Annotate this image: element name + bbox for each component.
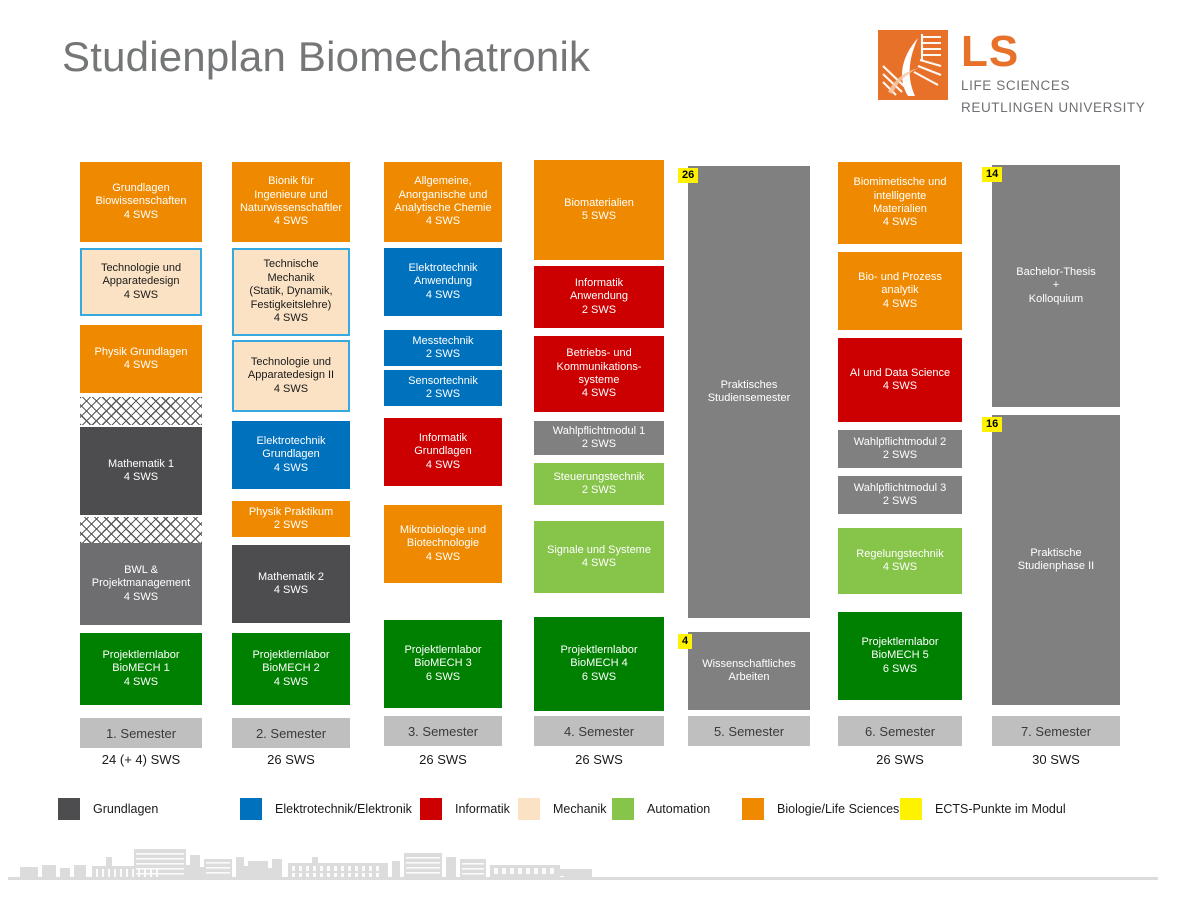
module-block[interactable]: Mathematik 2 4 SWS	[232, 545, 350, 623]
ects-badge: 14	[982, 167, 1003, 182]
legend-label: Biologie/Life Sciences	[777, 802, 900, 816]
module-block[interactable]: Physik Grundlagen 4 SWS	[80, 325, 202, 393]
module-block[interactable]: Steuerungstechnik 2 SWS	[534, 463, 664, 505]
legend-label: Informatik	[455, 802, 510, 816]
semester-sws-total: 26 SWS	[876, 752, 924, 767]
semester-label: 1. Semester	[80, 718, 202, 748]
semester-sws-total: 26 SWS	[419, 752, 467, 767]
legend: Grundlagen Elektrotechnik/Elektronik Infor…	[0, 798, 1200, 822]
semester-label: 7. Semester	[992, 716, 1120, 746]
legend-label: Automation	[647, 802, 711, 816]
module-block[interactable]: Sensortechnik 2 SWS	[384, 370, 502, 406]
module-block[interactable]: Informatik Anwendung 2 SWS	[534, 266, 664, 328]
semester-label: 3. Semester	[384, 716, 502, 746]
university-logo: LS LIFE SCIENCES REUTLINGEN UNIVERSITY	[878, 30, 1145, 115]
module-block[interactable]: Projektlernlabor BioMECH 3 6 SWS	[384, 620, 502, 708]
legend-swatch	[58, 798, 80, 820]
legend-item: Biologie/Life Sciences	[742, 798, 899, 820]
module-block[interactable]: Technologie und Apparatedesign II 4 SWS	[232, 340, 350, 412]
module-block[interactable]: Bachelor-Thesis + Kolloquium	[992, 165, 1120, 407]
module-block[interactable]: BWL & Projektmanagement 4 SWS	[80, 543, 202, 625]
legend-item: Grundlagen	[58, 798, 158, 820]
module-block[interactable]: Grundlagen Biowissenschaften 4 SWS	[80, 162, 202, 242]
legend-swatch	[518, 798, 540, 820]
module-block[interactable]: Projektlernlabor BioMECH 1 4 SWS	[80, 633, 202, 705]
logo-subtitle-line1: LIFE SCIENCES	[961, 78, 1071, 93]
semester-sws-total: 30 SWS	[1032, 752, 1080, 767]
module-block[interactable]: Informatik Grundlagen 4 SWS	[384, 418, 502, 486]
logo-subtitle-line2: REUTLINGEN UNIVERSITY	[961, 99, 1146, 115]
semester-label: 2. Semester	[232, 718, 350, 748]
semester-sws-total: 26 SWS	[267, 752, 315, 767]
module-block[interactable]: Biomimetische und intelligente Materiali…	[838, 162, 962, 244]
legend-label: Grundlagen	[93, 802, 159, 816]
legend-swatch	[240, 798, 262, 820]
campus-skyline-decoration	[0, 835, 1200, 895]
legend-label: Mechanik	[553, 802, 607, 816]
module-block[interactable]: Elektrotechnik Grundlagen 4 SWS	[232, 421, 350, 489]
legend-swatch	[420, 798, 442, 820]
module-block[interactable]: Wahlpflichtmodul 1 2 SWS	[534, 421, 664, 455]
legend-item: ECTS-Punkte im Modul	[900, 798, 1066, 820]
legend-swatch	[900, 798, 922, 820]
module-block[interactable]: Wahlpflichtmodul 2 2 SWS	[838, 430, 962, 468]
module-block[interactable]: Praktische Studienphase II	[992, 415, 1120, 705]
logo-abbr: LS	[961, 27, 1020, 76]
module-block[interactable]: Technische Mechanik (Statik, Dynamik, Fe…	[232, 248, 350, 336]
semester-label: 5. Semester	[688, 716, 810, 746]
module-block[interactable]: Regelungstechnik 4 SWS	[838, 528, 962, 594]
crosshatch-separator	[80, 517, 202, 543]
module-block[interactable]: Wissenschaftliches Arbeiten	[688, 632, 810, 710]
legend-item: Elektrotechnik/Elektronik	[240, 798, 412, 820]
legend-label: Elektrotechnik/Elektronik	[275, 802, 412, 816]
ls-leaf-icon	[878, 30, 948, 100]
ects-badge: 4	[678, 634, 693, 649]
module-block[interactable]: Physik Praktikum 2 SWS	[232, 501, 350, 537]
legend-item: Informatik	[420, 798, 510, 820]
legend-label: ECTS-Punkte im Modul	[935, 802, 1066, 816]
legend-item: Automation	[612, 798, 710, 820]
module-block[interactable]: Projektlernlabor BioMECH 4 6 SWS	[534, 617, 664, 711]
module-block[interactable]: AI und Data Science 4 SWS	[838, 338, 962, 422]
module-block[interactable]: Bionik für Ingenieure und Naturwissensch…	[232, 162, 350, 242]
page-title: Studienplan Biomechatronik	[62, 33, 591, 80]
module-block[interactable]: Wahlpflichtmodul 3 2 SWS	[838, 476, 962, 514]
crosshatch-separator	[80, 397, 202, 425]
legend-swatch	[612, 798, 634, 820]
module-block[interactable]: Betriebs- und Kommunikations- systeme 4 …	[534, 336, 664, 412]
module-block[interactable]: Technologie und Apparatedesign 4 SWS	[80, 248, 202, 316]
semester-sws-total: 24 (+ 4) SWS	[101, 752, 181, 767]
module-block[interactable]: Projektlernlabor BioMECH 2 4 SWS	[232, 633, 350, 705]
legend-swatch	[742, 798, 764, 820]
module-block[interactable]: Bio- und Prozess analytik 4 SWS	[838, 252, 962, 330]
ects-badge: 26	[678, 168, 699, 183]
module-block[interactable]: Mikrobiologie und Biotechnologie 4 SWS	[384, 505, 502, 583]
module-block[interactable]: Praktisches Studiensemester	[688, 166, 810, 618]
module-block[interactable]: Allgemeine, Anorganische und Analytische…	[384, 162, 502, 242]
ects-badge: 16	[982, 417, 1003, 432]
module-block[interactable]: Signale und Systeme 4 SWS	[534, 521, 664, 593]
module-block[interactable]: Mathematik 1 4 SWS	[80, 427, 202, 515]
module-block[interactable]: Elektrotechnik Anwendung 4 SWS	[384, 248, 502, 316]
module-block[interactable]: Biomaterialien 5 SWS	[534, 160, 664, 260]
semester-label: 4. Semester	[534, 716, 664, 746]
legend-item: Mechanik	[518, 798, 607, 820]
module-block[interactable]: Projektlernlabor BioMECH 5 6 SWS	[838, 612, 962, 700]
semester-label: 6. Semester	[838, 716, 962, 746]
semester-sws-total: 26 SWS	[575, 752, 623, 767]
module-block[interactable]: Messtechnik 2 SWS	[384, 330, 502, 366]
